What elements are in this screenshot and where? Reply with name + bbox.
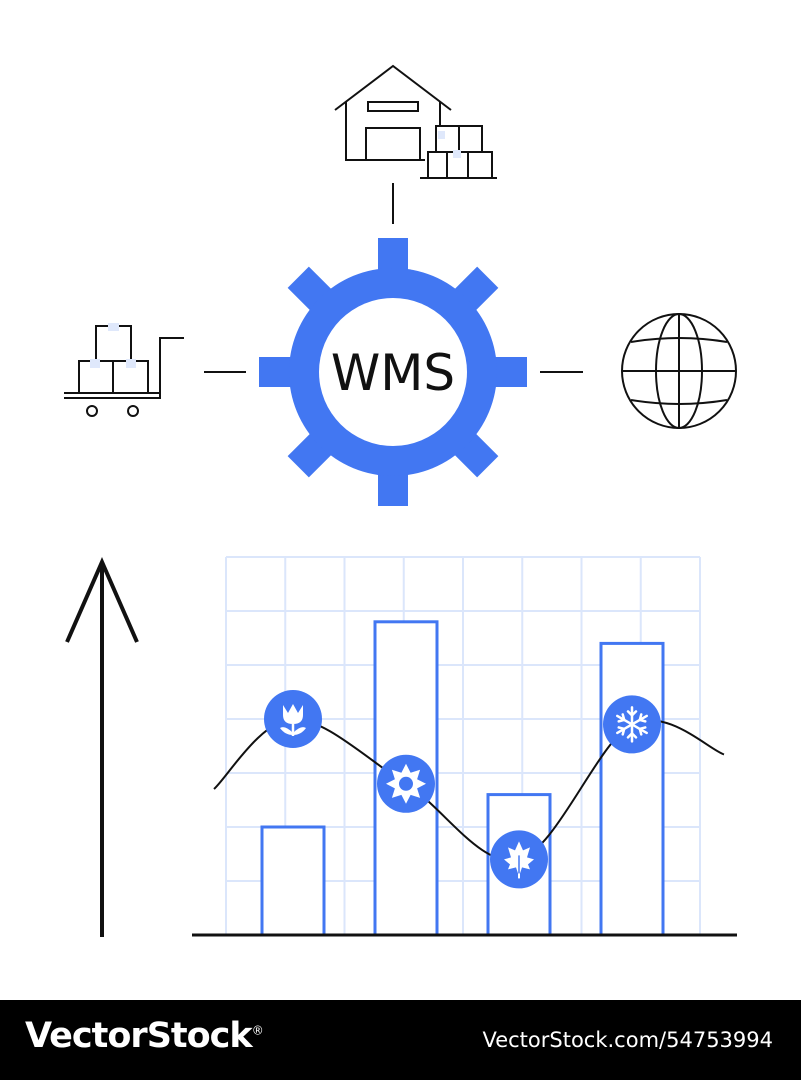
up-arrow-icon: [65, 557, 139, 937]
wms-illustration: WMS: [64, 64, 737, 937]
tulip-spring-icon: [264, 690, 322, 748]
hand-truck-boxes-icon: [64, 323, 184, 417]
gear-icon: [259, 238, 527, 506]
snowflake-winter-icon: [603, 695, 661, 754]
bar-1: [260, 825, 326, 937]
brand-registered-mark: ®: [251, 1023, 264, 1038]
gear-label: WMS: [331, 344, 455, 402]
image-id: VectorStock.com/54753994: [482, 1028, 773, 1052]
brand-name: VectorStock: [25, 1016, 253, 1056]
chart: [192, 556, 737, 937]
bar-4: [599, 641, 665, 937]
connector-lines: [204, 183, 583, 373]
brand-logo: VectorStock®: [25, 1016, 264, 1056]
maple-leaf-autumn-icon: [490, 830, 548, 889]
warehouse-icon: [334, 64, 497, 179]
globe-icon: [621, 313, 737, 429]
sun-summer-icon: [377, 754, 435, 813]
footer-bar: VectorStock® VectorStock.com/54753994: [0, 1000, 801, 1080]
